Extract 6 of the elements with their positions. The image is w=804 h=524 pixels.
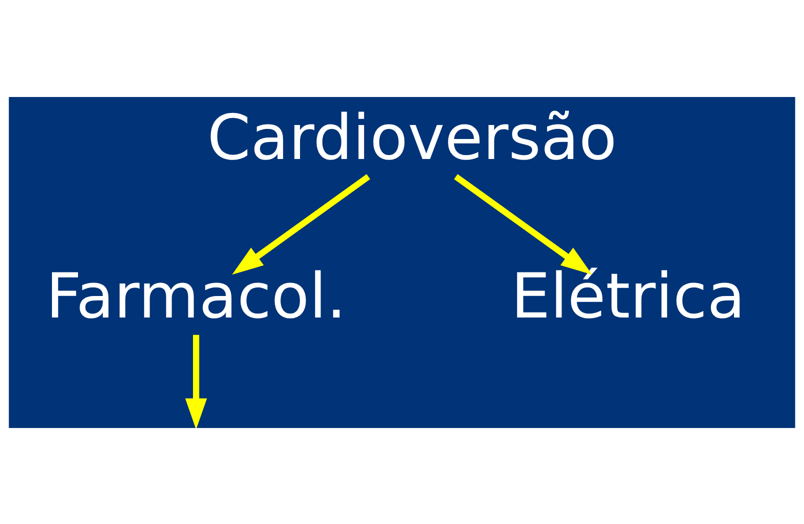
node-text: Cardioversão xyxy=(207,100,617,174)
arrow xyxy=(232,174,370,274)
node-text: Elétrica xyxy=(511,259,746,332)
arrow xyxy=(185,334,207,428)
arrow xyxy=(454,174,592,274)
node-text: Farmacol. xyxy=(46,259,346,332)
